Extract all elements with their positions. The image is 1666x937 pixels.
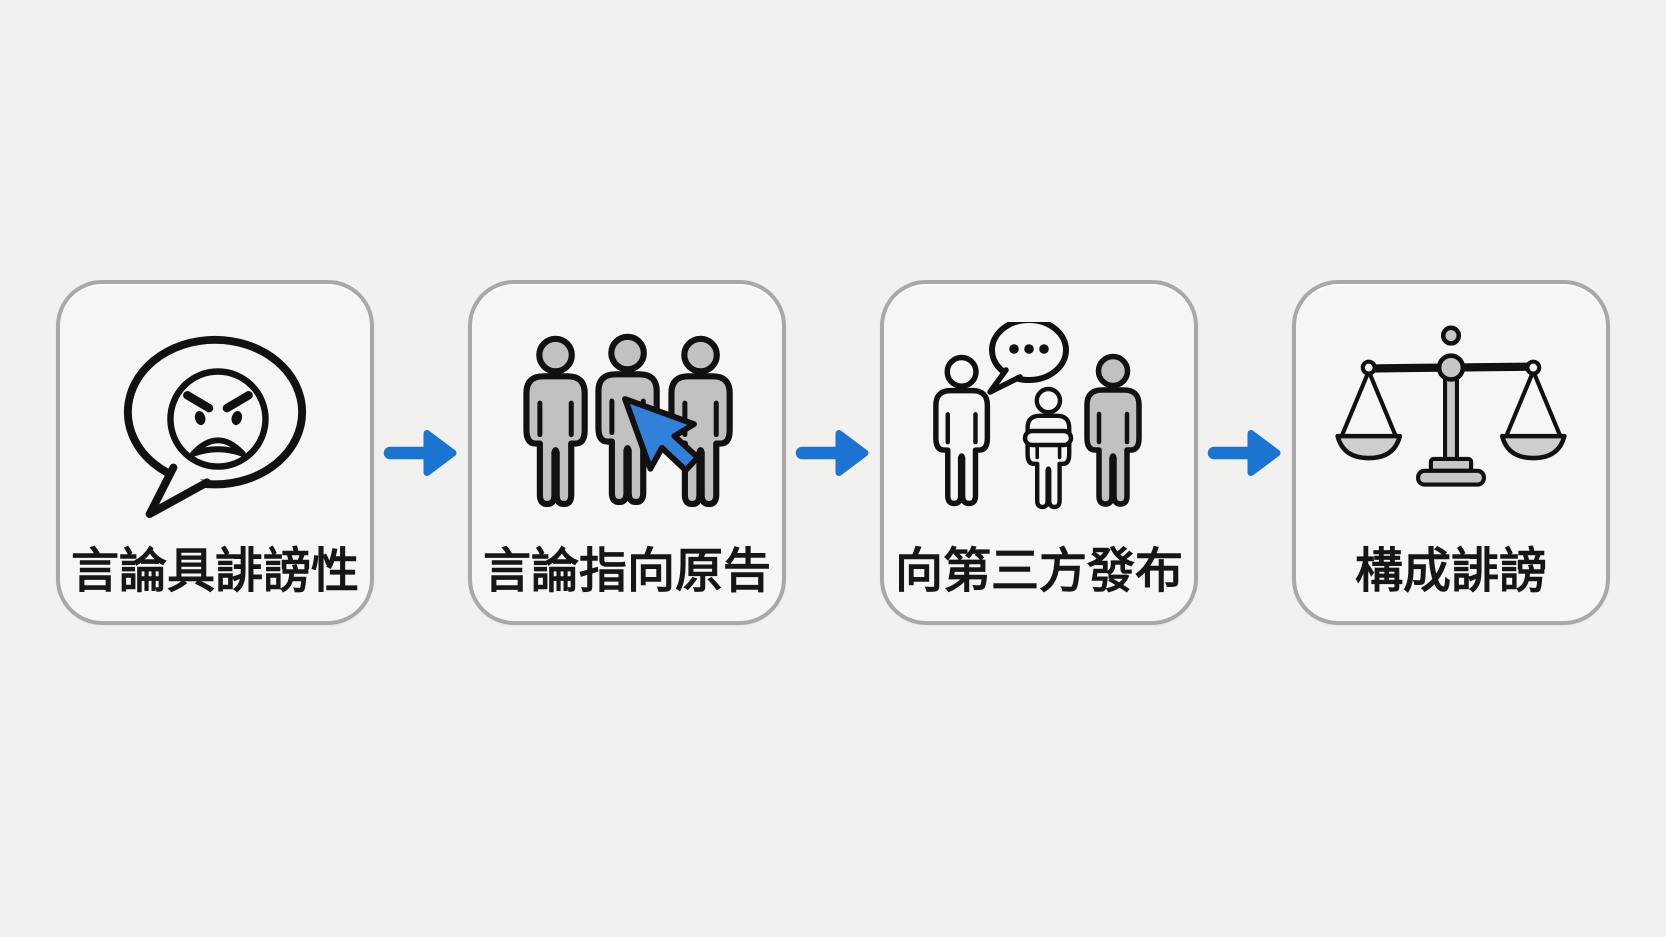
step-label-published-to-third-party: 向第三方發布 — [894, 543, 1183, 599]
person-speaking-to-third-parties-icon — [918, 284, 1160, 547]
step-label-statement-refers-to-plaintiff: 言論指向原告 — [482, 543, 771, 599]
step-card-published-to-third-party: 向第三方發布 — [880, 280, 1198, 625]
flow-arrow-icon — [1207, 429, 1281, 476]
step-card-statement-refers-to-plaintiff: 言論指向原告 — [468, 280, 786, 625]
step-card-constitutes-defamation: 構成誹謗 — [1292, 280, 1610, 625]
scales-of-justice-icon — [1334, 284, 1568, 547]
crossed-arms — [1022, 428, 1074, 447]
step-card-defamatory-statement: 言論具誹謗性 — [56, 280, 374, 625]
connector-3 — [1198, 426, 1292, 480]
step-label-defamatory-statement: 言論具誹謗性 — [70, 543, 359, 599]
connector-2 — [786, 426, 880, 480]
angry-speech-bubble-icon — [104, 284, 326, 547]
step-label-constitutes-defamation: 構成誹謗 — [1354, 543, 1547, 599]
defamation-flowchart: 言論具誹謗性 言論指向原告 — [0, 280, 1666, 625]
flow-arrow-icon — [795, 429, 869, 476]
flow-arrow-icon — [383, 429, 457, 476]
dots-speech-bubble-icon — [987, 321, 1069, 395]
cursor-pointer-icon — [622, 395, 701, 473]
three-people-with-cursor-icon — [507, 284, 747, 547]
connector-1 — [374, 426, 468, 480]
